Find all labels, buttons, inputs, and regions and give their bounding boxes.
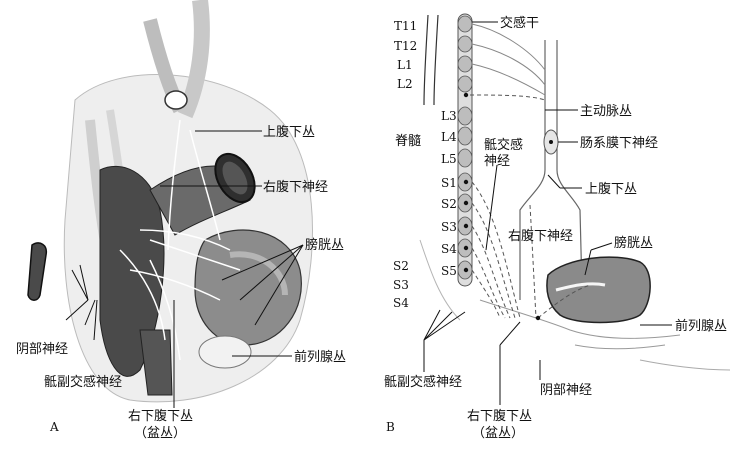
level-s2: S2 (441, 197, 457, 211)
level-t12: T12 (394, 39, 417, 53)
nerve-network-a (119, 119, 241, 361)
level-l5: L5 (441, 152, 457, 166)
bladder-b (546, 256, 651, 324)
spinal-cord-left (423, 14, 429, 106)
ganglion-dots (463, 92, 541, 321)
prostate (198, 335, 252, 369)
label-pudendal-nerve-b: 阴部神经 (540, 383, 592, 398)
nerve-paths-b (469, 94, 591, 319)
aorta-vessel (177, 0, 210, 119)
level-t11: T11 (394, 19, 417, 33)
label-bladder-plexus-b: 膀胱丛 (614, 235, 653, 251)
level-s4: S4 (441, 242, 457, 256)
label-bladder-plexus-a: 膀胱丛 (305, 237, 344, 253)
leaders-b (423, 21, 672, 405)
prostate-outline (574, 344, 666, 350)
leaders-a (65, 130, 304, 408)
label-spinal-cord: 脊髓 (395, 134, 421, 149)
label-superior-hypogastric-b: 上腹下丛 (585, 181, 637, 197)
label-sacral-splanchnic-a: 骶副交感神经 (44, 374, 122, 390)
pubic-bone (27, 242, 48, 301)
level-s3: S3 (441, 220, 457, 234)
label-sympathetic-trunk: 交感干 (500, 15, 539, 31)
anal-canal (139, 329, 173, 396)
label-prostatic-plexus-b: 前列腺丛 (675, 318, 727, 334)
level-l4: L4 (441, 130, 457, 144)
aorta-left-wall (519, 40, 546, 300)
bladder-b-highlight (555, 282, 606, 292)
label-inferior-hypogastric-a-2: （盆丛） (134, 426, 186, 441)
level-l1: L1 (397, 58, 413, 72)
label-inferior-hypogastric-b-1: 右下腹下丛 (467, 408, 532, 424)
level-l3: L3 (441, 109, 457, 123)
pelvic-floor-line (479, 299, 681, 339)
inferior-mesenteric-dot (549, 140, 553, 144)
panel-letter-b: B (386, 420, 395, 434)
sacral-outline (419, 239, 461, 321)
label-prostatic-plexus-a: 前列腺丛 (294, 349, 346, 365)
panel-a: 上腹下丛 右腹下神经 膀胱丛 前列腺丛 阴部神经 骶副交感神经 右下腹下丛 （盆… (16, 0, 346, 441)
spinal-cord-right (433, 14, 439, 106)
splanchnic-nerves-b (471, 23, 546, 96)
label-inferior-hypogastric-a-1: 右下腹下丛 (128, 408, 193, 424)
panel-letter-a: A (49, 420, 59, 434)
pelvic-muscle-dark (99, 165, 165, 377)
label-inferior-hypogastric-b-2: （盆丛） (472, 426, 524, 441)
label-right-hypogastric-nerve-a: 右腹下神经 (263, 179, 328, 195)
perineal-outline (639, 359, 731, 371)
label-inferior-mesenteric: 肠系膜下神经 (580, 136, 658, 151)
cut-vessel-top (164, 90, 188, 110)
panel-b: T11 T12 L1 L2 L3 L4 L5 S1 S2 S3 S4 S5 S2… (384, 13, 731, 441)
label-sacral-sympathetic-2: 神经 (484, 154, 510, 169)
label-pudendal-nerve-a: 阴部神经 (16, 342, 68, 357)
bladder (194, 229, 302, 346)
bladder-highlight (229, 251, 288, 296)
label-sacral-sympathetic-1: 骶交感 (484, 137, 523, 153)
level-s1: S1 (441, 176, 457, 190)
aorta-right-wall (556, 40, 583, 291)
sympathetic-trunk (457, 13, 473, 287)
label-aortic-plexus: 主动脉丛 (580, 104, 632, 119)
level-s3-left: S3 (393, 278, 409, 292)
label-superior-hypogastric-a: 上腹下丛 (263, 124, 315, 140)
level-s4-left: S4 (393, 296, 409, 310)
label-right-hypogastric-nerve-b: 右腹下神经 (508, 228, 573, 244)
label-sacral-parasympathetic-b: 骶副交感神经 (384, 374, 462, 390)
level-s2-left: S2 (393, 259, 409, 273)
level-l2: L2 (397, 77, 413, 91)
level-s5: S5 (441, 264, 457, 278)
